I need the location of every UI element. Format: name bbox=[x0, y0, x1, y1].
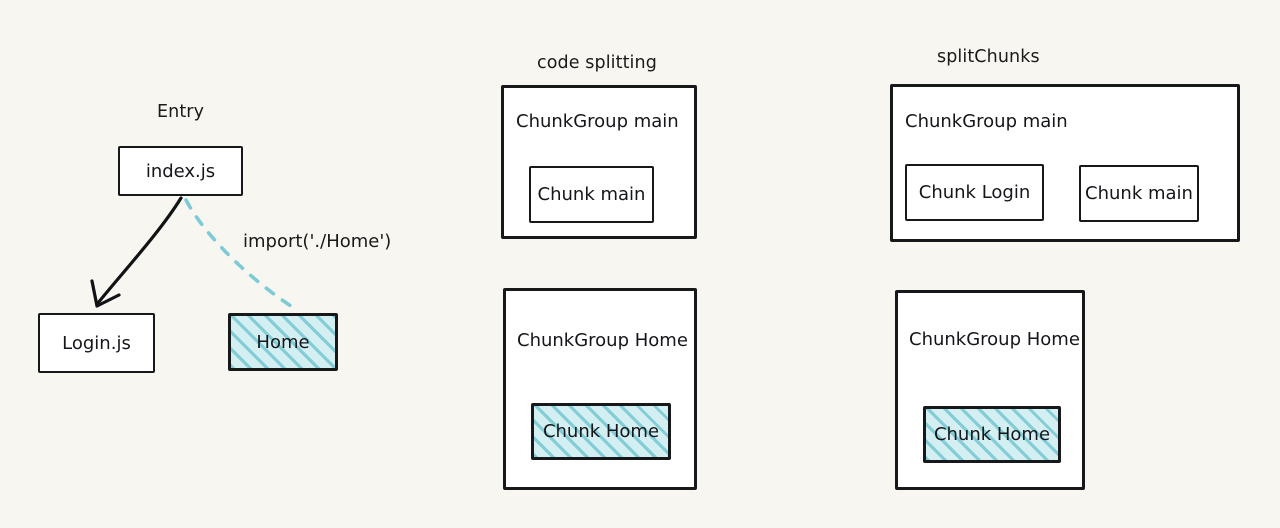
node-index-js[interactable]: index.js bbox=[118, 146, 243, 196]
cs-chunkgroup-home[interactable]: ChunkGroup Home Chunk Home bbox=[503, 288, 697, 490]
node-home-label: Home bbox=[256, 331, 310, 353]
sc-chunkgroup-main-label: ChunkGroup main bbox=[905, 111, 1068, 132]
cs-chunkgroup-home-label: ChunkGroup Home bbox=[517, 330, 688, 351]
node-home[interactable]: Home bbox=[228, 313, 338, 371]
sc-chunk-main-label: Chunk main bbox=[1085, 183, 1193, 204]
sc-chunkgroup-home[interactable]: ChunkGroup Home Chunk Home bbox=[895, 290, 1085, 490]
split-chunks-caption: splitChunks bbox=[937, 47, 1040, 67]
sc-chunk-login-label: Chunk Login bbox=[918, 182, 1031, 203]
sc-chunkgroup-home-label: ChunkGroup Home bbox=[909, 329, 1080, 350]
cs-chunk-home[interactable]: Chunk Home bbox=[531, 403, 671, 460]
cs-chunkgroup-main[interactable]: ChunkGroup main Chunk main bbox=[501, 85, 697, 239]
sc-chunk-home-label: Chunk Home bbox=[933, 424, 1051, 445]
cs-chunkgroup-main-label: ChunkGroup main bbox=[516, 111, 679, 132]
sc-chunk-home[interactable]: Chunk Home bbox=[923, 406, 1061, 463]
node-login-js[interactable]: Login.js bbox=[38, 313, 155, 373]
cs-chunk-main[interactable]: Chunk main bbox=[529, 166, 654, 223]
dynamic-import-label: import('./Home') bbox=[243, 231, 392, 252]
sc-chunkgroup-main[interactable]: ChunkGroup main Chunk Login Chunk main bbox=[890, 84, 1240, 242]
edge-index-to-login bbox=[96, 196, 183, 305]
code-splitting-caption: code splitting bbox=[537, 53, 657, 73]
arrowhead-login bbox=[90, 279, 121, 308]
entry-caption: Entry bbox=[157, 102, 205, 122]
node-login-js-label: Login.js bbox=[62, 332, 131, 354]
cs-chunk-main-label: Chunk main bbox=[537, 184, 646, 205]
cs-chunk-home-label: Chunk Home bbox=[542, 421, 660, 442]
sc-chunk-login[interactable]: Chunk Login bbox=[905, 164, 1044, 221]
edge-index-to-home-dynamic bbox=[184, 198, 299, 312]
node-index-js-label: index.js bbox=[145, 160, 216, 182]
sc-chunk-main[interactable]: Chunk main bbox=[1079, 165, 1199, 222]
